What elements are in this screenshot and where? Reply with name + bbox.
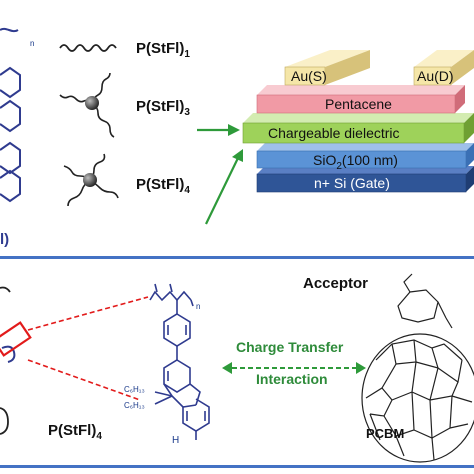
sio2-label-base: SiO bbox=[313, 152, 337, 168]
polymer-label-1: P(StFl)1 bbox=[136, 41, 190, 60]
pentacene-label: Pentacene bbox=[325, 96, 392, 112]
alkyl-label-2: C₆H₁₃ bbox=[124, 401, 145, 410]
red-highlight-box bbox=[0, 321, 32, 357]
red-dashed-line-lower bbox=[27, 359, 141, 401]
panel-divider-bottom bbox=[0, 465, 474, 468]
acceptor-title: Acceptor bbox=[303, 275, 369, 292]
left-cropped-fragment-bottom bbox=[0, 286, 11, 293]
dielectric-layer bbox=[242, 113, 474, 144]
source-label: Au(S) bbox=[291, 68, 327, 84]
polymer-label-3-base: P(StFl) bbox=[136, 98, 185, 115]
polymer-label-3-sub: 3 bbox=[184, 107, 190, 118]
monomer-structure bbox=[149, 283, 210, 440]
four-arm-star-icon bbox=[63, 153, 119, 207]
polymer-label-1-base: P(StFl) bbox=[136, 40, 185, 57]
gate-label: n+ Si (Gate) bbox=[314, 175, 390, 191]
donor-fragment-curve bbox=[1, 345, 16, 363]
drain-label: Au(D) bbox=[417, 68, 454, 84]
donor-label-sub: 4 bbox=[96, 431, 102, 442]
arrow-to-device-horizontal bbox=[197, 124, 240, 136]
drain-electrode bbox=[413, 50, 474, 86]
red-dashed-line-upper bbox=[27, 296, 149, 331]
chain-n-label: n bbox=[196, 302, 201, 311]
h-atom-label: H bbox=[172, 435, 180, 446]
sio2-layer bbox=[256, 143, 474, 169]
charge-transfer-arrow bbox=[222, 362, 366, 374]
polymer-label-3: P(StFl)3 bbox=[136, 99, 190, 118]
donor-label-base: P(StFl) bbox=[48, 422, 97, 439]
donor-label: P(StFl)4 bbox=[48, 423, 102, 442]
pcbm-label: PCBM bbox=[366, 426, 405, 441]
three-arm-star-icon bbox=[59, 72, 115, 138]
pentacene-layer bbox=[256, 85, 465, 114]
alkyl-label-1: C₆H₁₃ bbox=[124, 385, 145, 394]
linear-polymer-icon bbox=[59, 44, 117, 52]
polymer-label-4: P(StFl)4 bbox=[136, 177, 190, 196]
polymer-label-4-base: P(StFl) bbox=[136, 176, 185, 193]
polymer-label-1-sub: 1 bbox=[184, 49, 190, 60]
left-cropped-structure-top bbox=[0, 27, 21, 203]
polymer-label-4-sub: 4 bbox=[184, 185, 190, 196]
dielectric-label: Chargeable dielectric bbox=[268, 125, 400, 141]
sio2-label: SiO2(100 nm) bbox=[313, 153, 398, 172]
charge-transfer-label-2: Interaction bbox=[256, 371, 328, 387]
source-electrode bbox=[284, 50, 370, 86]
charge-transfer-label-1: Charge Transfer bbox=[236, 339, 344, 355]
sio2-label-rest: (100 nm) bbox=[341, 152, 398, 168]
sio2-label-sub: 2 bbox=[336, 160, 342, 172]
left-fragment-n-label: n bbox=[30, 39, 35, 48]
left-fragment-label: l) bbox=[0, 231, 10, 248]
left-cropped-tail-bottom bbox=[0, 407, 9, 435]
panel-divider-top bbox=[0, 256, 474, 259]
pcbm-structure bbox=[361, 273, 474, 463]
arrow-to-device-diagonal bbox=[205, 149, 243, 225]
